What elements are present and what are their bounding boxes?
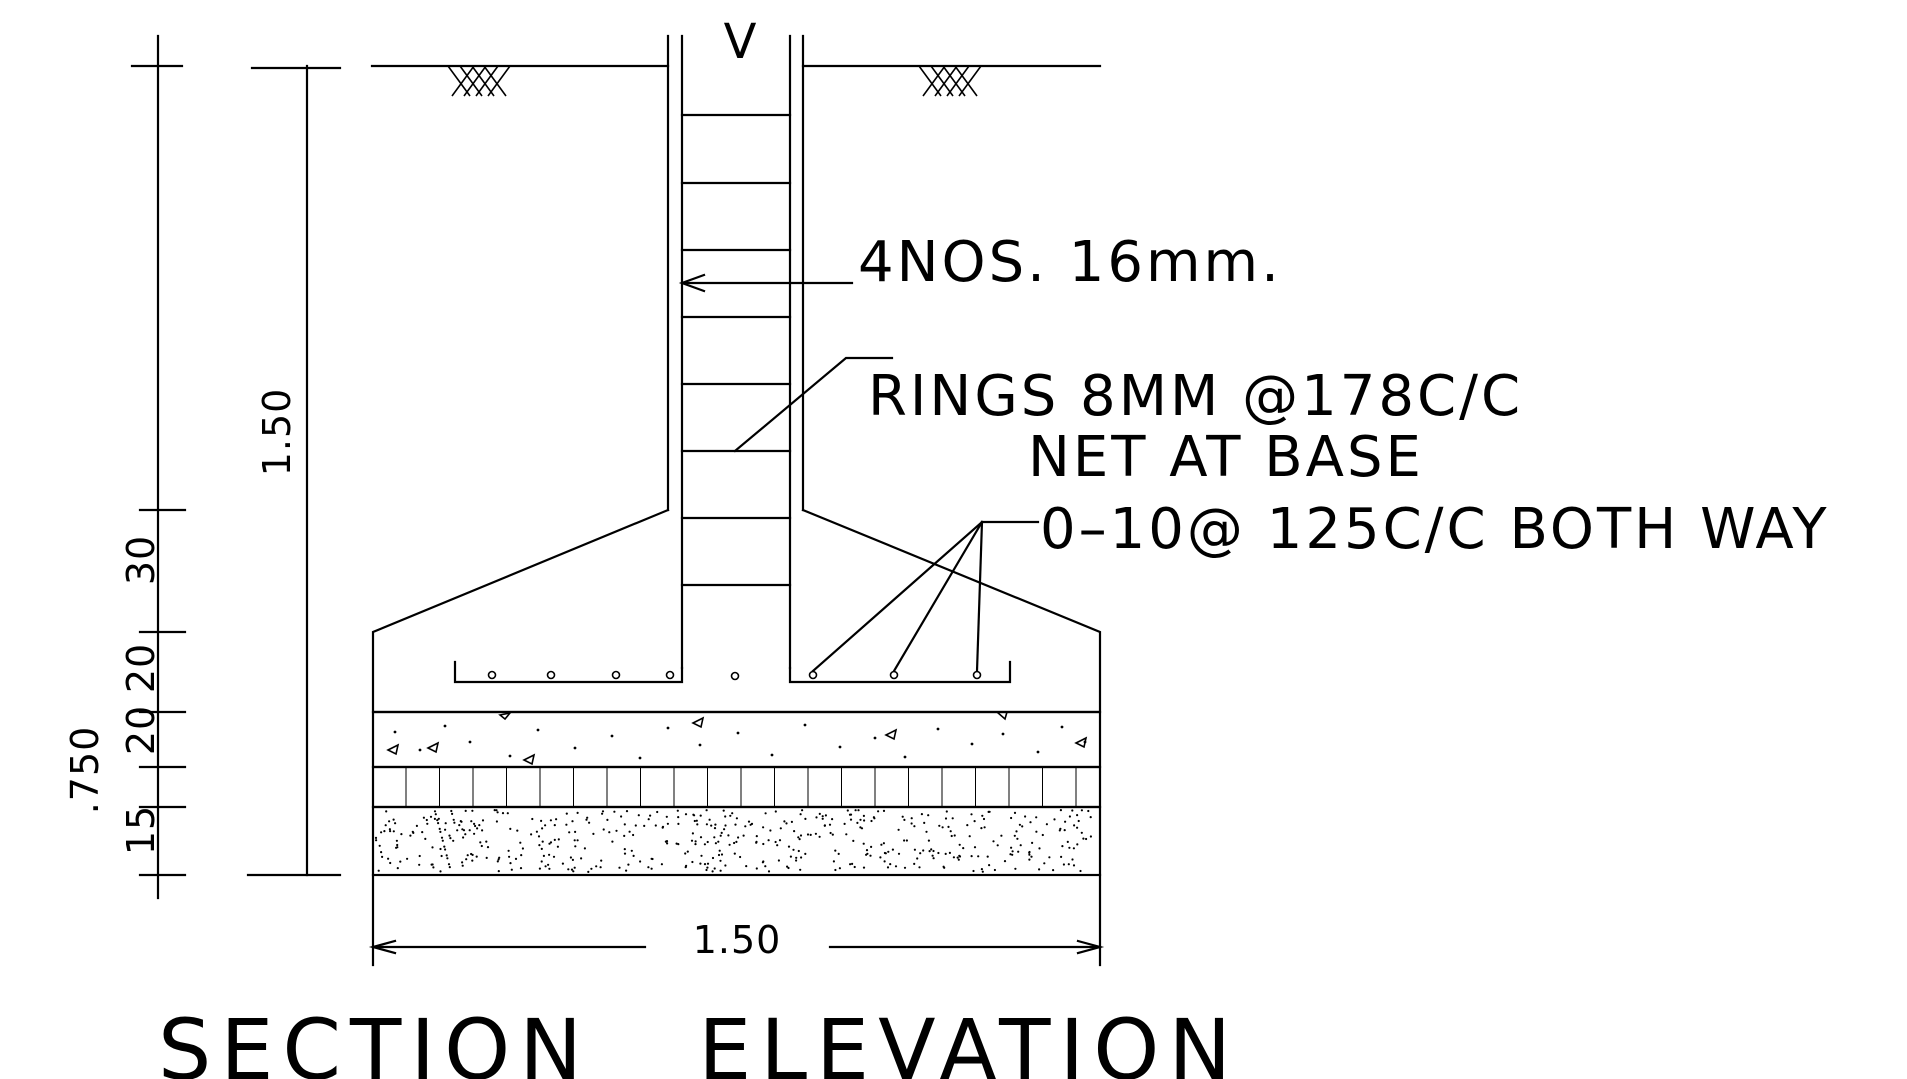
dim-20b-label: 20: [119, 705, 163, 755]
soil-hatch-right: [918, 65, 982, 97]
leader-net: [811, 520, 1040, 673]
dim-width-base: [368, 873, 1105, 967]
pcc-layer: [371, 710, 1102, 769]
leader-main-bars: [678, 273, 854, 293]
pcc-aggregate: [393, 723, 1087, 760]
rings: [680, 113, 792, 587]
base-mesh: [453, 660, 1012, 684]
dim-width-base-label: 1.50: [693, 918, 782, 962]
label-rings: RINGS 8MM @178C/C: [868, 364, 1523, 429]
leader-rings: [733, 356, 894, 453]
column-mark: V: [724, 14, 757, 70]
dim-depth-total-label: .750: [63, 726, 107, 815]
drawing-title: SECTION ELEVATION: [158, 1001, 1240, 1079]
dim-15-label: 15: [119, 805, 163, 855]
soil-hatch-left: [447, 65, 511, 97]
sand-layer: [371, 805, 1102, 877]
dim-30-label: 30: [119, 535, 163, 585]
dim-height-total-label: 1.50: [255, 388, 299, 477]
column: [666, 34, 805, 670]
dim-height-total: [246, 64, 342, 877]
label-net-line1: NET AT BASE: [1028, 425, 1424, 490]
pcc-triangles: [386, 711, 1088, 766]
brick-layer: [371, 765, 1102, 809]
sand-dots: [374, 809, 1092, 874]
label-net-line2: 0–10@ 125C/C BOTH WAY: [1040, 497, 1830, 562]
dim-chain-left: [130, 34, 187, 900]
dim-20a-label: 20: [119, 643, 163, 693]
label-main-bars: 4NOS. 16mm.: [858, 230, 1282, 295]
